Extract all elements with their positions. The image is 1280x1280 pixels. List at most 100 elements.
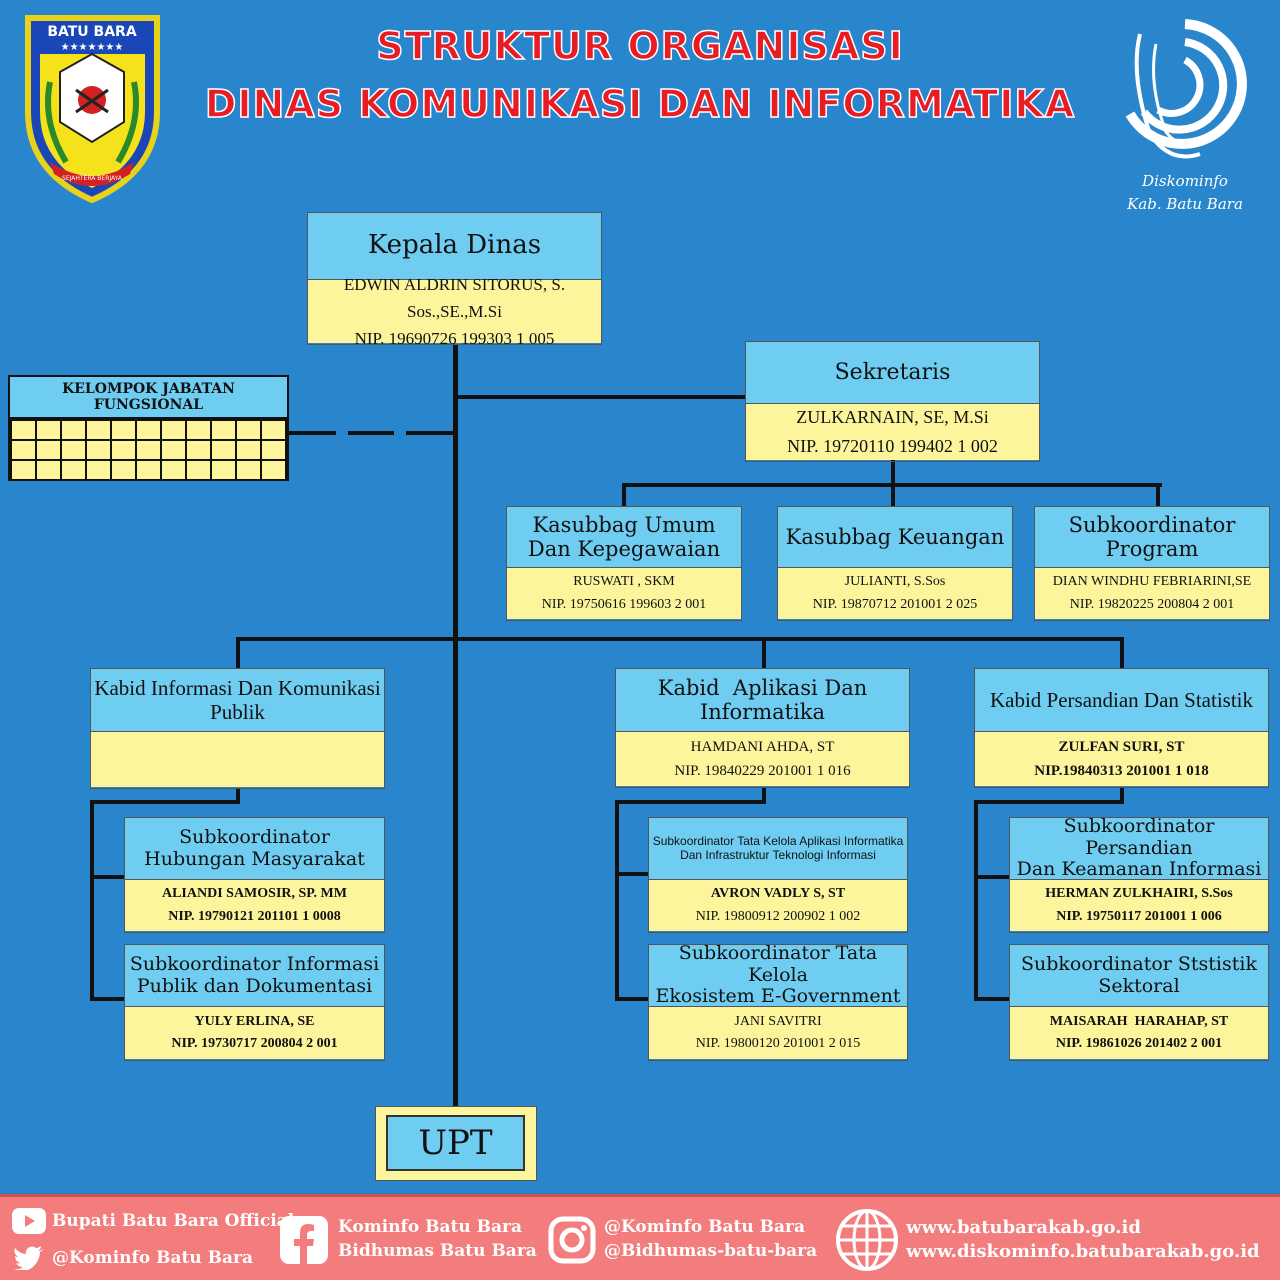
subkoor-egov-title-line1: Subkoordinator Tata Kelola	[678, 941, 878, 986]
kabid-aplikasi-title-line2: Informatika	[699, 700, 826, 724]
subkoor-statistik-box: Subkoordinator Ststistik Sektoral MAISAR…	[1009, 944, 1269, 1061]
connector-kasubbag-keuangan	[891, 483, 895, 508]
youtube-icon[interactable]	[12, 1208, 46, 1238]
footer-facebook-line1[interactable]: Kominfo Batu Bara	[338, 1217, 522, 1237]
subkoor-ipd-box: Subkoordinator Informasi Publik dan Doku…	[124, 944, 385, 1061]
kasubbag-umum-title-line1: Kasubbag Umum	[532, 512, 716, 537]
kepala-dinas-box: Kepala Dinas EDWIN ALDRIN SITORUS, S. So…	[307, 212, 602, 348]
kabid-persandian-box: Kabid Persandian Dan Statistik ZULFAN SU…	[974, 668, 1269, 788]
connector-kabid-persandian	[1120, 637, 1124, 669]
diskominfo-logo: Diskominfo Kab. Batu Bara	[1110, 14, 1260, 219]
kasubbag-umum-name: RUSWATI , SKM	[573, 574, 675, 590]
kasubbag-keuangan-title: Kasubbag Keuangan	[785, 524, 1005, 549]
connector-kasubbag-umum	[622, 483, 626, 508]
batu-bara-emblem-logo: BATU BARA ★★★★★★★ SEJAHTERA BERJAYA	[20, 12, 165, 204]
connector-main-vertical	[453, 344, 458, 1106]
connector-ikp-ipd	[90, 997, 125, 1001]
kasubbag-umum-nip: NIP. 19750616 199603 2 001	[541, 596, 707, 612]
subkoor-egov-nip: NIP. 19800120 201001 2 015	[695, 1036, 861, 1051]
connector-persandian-sandi	[974, 875, 1010, 879]
connector-subkoor-program	[1156, 483, 1160, 508]
connector-kabid-aplikasi	[762, 637, 766, 669]
sekretaris-box: Sekretaris ZULKARNAIN, SE, M.Si NIP. 197…	[745, 341, 1040, 462]
subkoor-humas-name: ALIANDI SAMOSIR, SP. MM	[161, 886, 347, 902]
kasubbag-keuangan-nip: NIP. 19870712 201001 2 025	[812, 596, 978, 612]
subkoor-tka-title-line1: Subkoordinator Tata Kelola Aplikasi Info…	[652, 833, 904, 848]
subkoor-sandi-name: HERMAN ZULKHAIRI, S.Sos	[1045, 886, 1233, 902]
connector-kabid-horizontal	[236, 637, 1124, 641]
connector-persandian-across	[974, 800, 1124, 804]
twitter-icon[interactable]	[14, 1246, 44, 1274]
subkoor-humas-title-line1: Subkoordinator	[179, 825, 330, 848]
facebook-icon[interactable]	[280, 1216, 328, 1268]
footer-bar	[0, 1194, 1280, 1280]
kabid-aplikasi-box: Kabid Aplikasi Dan Informatika HAMDANI A…	[615, 668, 910, 788]
connector-fungsional-dash3	[406, 431, 453, 435]
subkoor-program-name: DIAN WINDHU FEBRIARINI,SE	[1052, 574, 1252, 590]
connector-sekretaris-down	[891, 460, 895, 485]
kabid-aplikasi-title-line1: Kabid Aplikasi Dan	[657, 675, 868, 700]
kabid-ikp-title-line1: Kabid Informasi Dan Komunikasi	[94, 675, 381, 700]
fungsional-grid	[10, 419, 287, 479]
subkoor-sandi-title-line2: Dan Keamanan Informasi	[1016, 858, 1262, 881]
subkoor-program-nip: NIP. 19820225 200804 2 001	[1069, 596, 1235, 612]
page-title-line2: DINAS KOMUNIKASI DAN INFORMATIKA	[204, 81, 1076, 127]
subkoor-statistik-nip: NIP. 19861026 201402 2 001	[1055, 1036, 1223, 1051]
connector-aplikasi-across	[615, 800, 766, 804]
kabid-ikp-box: Kabid Informasi Dan Komunikasi Publik	[90, 668, 385, 789]
kabid-ikp-vacant	[91, 732, 384, 787]
globe-icon[interactable]	[835, 1208, 899, 1276]
connector-ikp-across	[90, 800, 240, 804]
subkoor-humas-box: Subkoordinator Hubungan Masyarakat ALIAN…	[124, 817, 385, 933]
subkoor-program-title-line2: Program	[1105, 537, 1199, 561]
connector-aplikasi-down	[762, 787, 766, 802]
kasubbag-keuangan-name: JULIANTI, S.Sos	[844, 574, 946, 590]
kabid-persandian-title: Kabid Persandian Dan Statistik	[989, 687, 1254, 712]
kabid-persandian-name: ZULFAN SURI, ST	[1058, 739, 1185, 755]
fungsional-title-line2: FUNGSIONAL	[93, 397, 204, 413]
logo-label-bottom: SEJAHTERA BERJAYA	[62, 175, 123, 182]
upt-label: UPT	[418, 1123, 493, 1163]
logo-caption-line1: Diskominfo	[1142, 172, 1228, 190]
subkoor-sandi-box: Subkoordinator Persandian Dan Keamanan I…	[1009, 814, 1269, 933]
subkoor-program-box: Subkoordinator Program DIAN WINDHU FEBRI…	[1034, 506, 1270, 621]
subkoor-egov-name: JANI SAVITRI	[734, 1013, 822, 1029]
connector-ikp-humas	[90, 875, 125, 879]
footer-instagram-line2[interactable]: @Bidhumas-batu-bara	[604, 1241, 818, 1261]
connector-persandian-vertical	[974, 800, 978, 1000]
subkoor-tka-title-line2: Dan Infrastruktur Teknologi Informasi	[680, 847, 876, 862]
connector-ikp-down	[236, 788, 240, 802]
subkoor-statistik-title-line1: Subkoordinator Ststistik	[1021, 952, 1257, 975]
footer-web-line2[interactable]: www.diskominfo.batubarakab.go.id	[906, 1241, 1260, 1262]
connector-fungsional-dash2	[348, 431, 394, 435]
footer-facebook-line2[interactable]: Bidhumas Batu Bara	[338, 1241, 537, 1261]
connector-aplikasi-vertical	[615, 800, 619, 1000]
connector-aplikasi-tka	[615, 872, 649, 876]
page-title-line1: STRUKTUR ORGANISASI	[375, 23, 904, 69]
connector-aplikasi-egov	[615, 997, 649, 1001]
subkoor-tka-box: Subkoordinator Tata Kelola Aplikasi Info…	[648, 817, 908, 933]
kasubbag-umum-title-line2: Dan Kepegawaian	[527, 537, 721, 561]
sekretaris-name: ZULKARNAIN, SE, M.Si	[796, 407, 989, 428]
kepala-dinas-name: EDWIN ALDRIN SITORUS, S. Sos.,SE.,M.Si	[343, 274, 566, 321]
connector-to-sekretaris	[453, 395, 746, 399]
kabid-aplikasi-name: HAMDANI AHDA, ST	[690, 739, 835, 755]
subkoor-sandi-title-line1: Subkoordinator Persandian	[1063, 814, 1215, 859]
fungsional-title-line1: KELOMPOK JABATAN	[62, 380, 235, 397]
connector-kabid-ikp	[236, 637, 240, 669]
footer-web-line1[interactable]: www.batubarakab.go.id	[906, 1217, 1141, 1238]
kasubbag-keuangan-box: Kasubbag Keuangan JULIANTI, S.Sos NIP. 1…	[777, 506, 1013, 621]
kabid-persandian-nip: NIP.19840313 201001 1 018	[1034, 763, 1209, 779]
instagram-icon[interactable]	[548, 1216, 596, 1268]
subkoor-ipd-title-line1: Subkoordinator Informasi	[129, 952, 380, 975]
subkoor-ipd-title-line2: Publik dan Dokumentasi	[136, 974, 373, 997]
connector-persandian-statistik	[974, 997, 1010, 1001]
footer-youtube-text[interactable]: Bupati Batu Bara Official	[52, 1211, 295, 1231]
subkoor-tka-name: AVRON VADLY S, ST	[710, 886, 846, 902]
kepala-dinas-title: Kepala Dinas	[367, 230, 542, 261]
subkoor-program-title-line1: Subkoordinator	[1068, 512, 1236, 537]
footer-instagram-line1[interactable]: @Kominfo Batu Bara	[604, 1217, 805, 1237]
footer-twitter-text[interactable]: @Kominfo Batu Bara	[52, 1248, 253, 1268]
logo-caption-line2: Kab. Batu Bara	[1127, 195, 1243, 213]
subkoor-sandi-nip: NIP. 19750117 201001 1 006	[1056, 908, 1222, 924]
